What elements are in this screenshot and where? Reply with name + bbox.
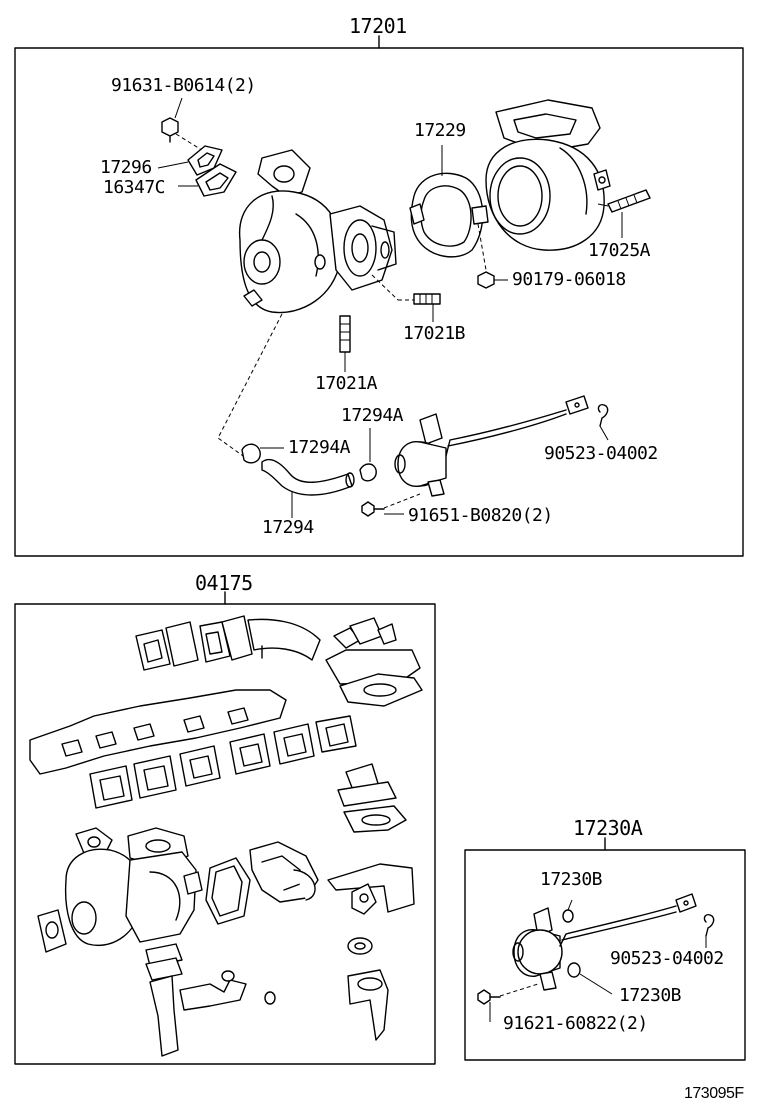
turbo-assembly-frame [14, 47, 744, 557]
wastegate-actuator [394, 395, 589, 497]
v-band-clamp [409, 145, 489, 271]
part-label-17201: 17201 [349, 14, 407, 38]
stud-17025a [607, 189, 651, 238]
callout-hose: 17294 [262, 517, 314, 538]
callout-gasket-c: 16347C [103, 177, 166, 198]
hose-17294 [261, 458, 355, 518]
hose-clamp-left [241, 443, 284, 464]
turbine-housing [238, 149, 397, 314]
part-label-04175: 04175 [195, 571, 253, 595]
actuator-kit-parts [477, 893, 715, 1022]
stud-17021a [339, 315, 351, 372]
callout-clip: 90523-04002 [544, 443, 658, 464]
callout-bolt-flange: 91631-B0614(2) [111, 75, 256, 96]
callout-clip-kit: 90523-04002 [610, 948, 724, 969]
clip-90523-top [597, 403, 609, 441]
callout-washer-bottom: 17230B [619, 985, 682, 1006]
callout-nut: 90179-06018 [512, 269, 626, 290]
callout-hose-clamp-a: 17294A [341, 405, 404, 426]
callout-bolt-kit: 91621-60822(2) [503, 1013, 648, 1034]
bolt-91651 [361, 493, 421, 517]
part-label-17230a: 17230A [573, 816, 643, 840]
callout-stud-c: 17021A [315, 373, 378, 394]
callout-clamp: 17229 [414, 120, 466, 141]
nut-90179 [477, 271, 508, 289]
callout-bolt-actuator: 91651-B0820(2) [408, 505, 553, 526]
callout-washer-top: 17230B [540, 869, 603, 890]
stud-17021b [413, 293, 441, 322]
callout-stud-b: 17021B [403, 323, 466, 344]
diagram-code: 173095F [684, 1085, 744, 1102]
callout-stud-a: 17025A [588, 240, 651, 261]
gasket-kit-parts [29, 615, 423, 1057]
hose-clamp-right [359, 428, 377, 482]
callout-hose-clamp-b: 17294A [288, 437, 351, 458]
gasket-16347c [178, 163, 237, 197]
callout-gasket: 17296 [100, 157, 152, 178]
flange-bolt [161, 97, 206, 153]
compressor-housing [485, 99, 611, 251]
